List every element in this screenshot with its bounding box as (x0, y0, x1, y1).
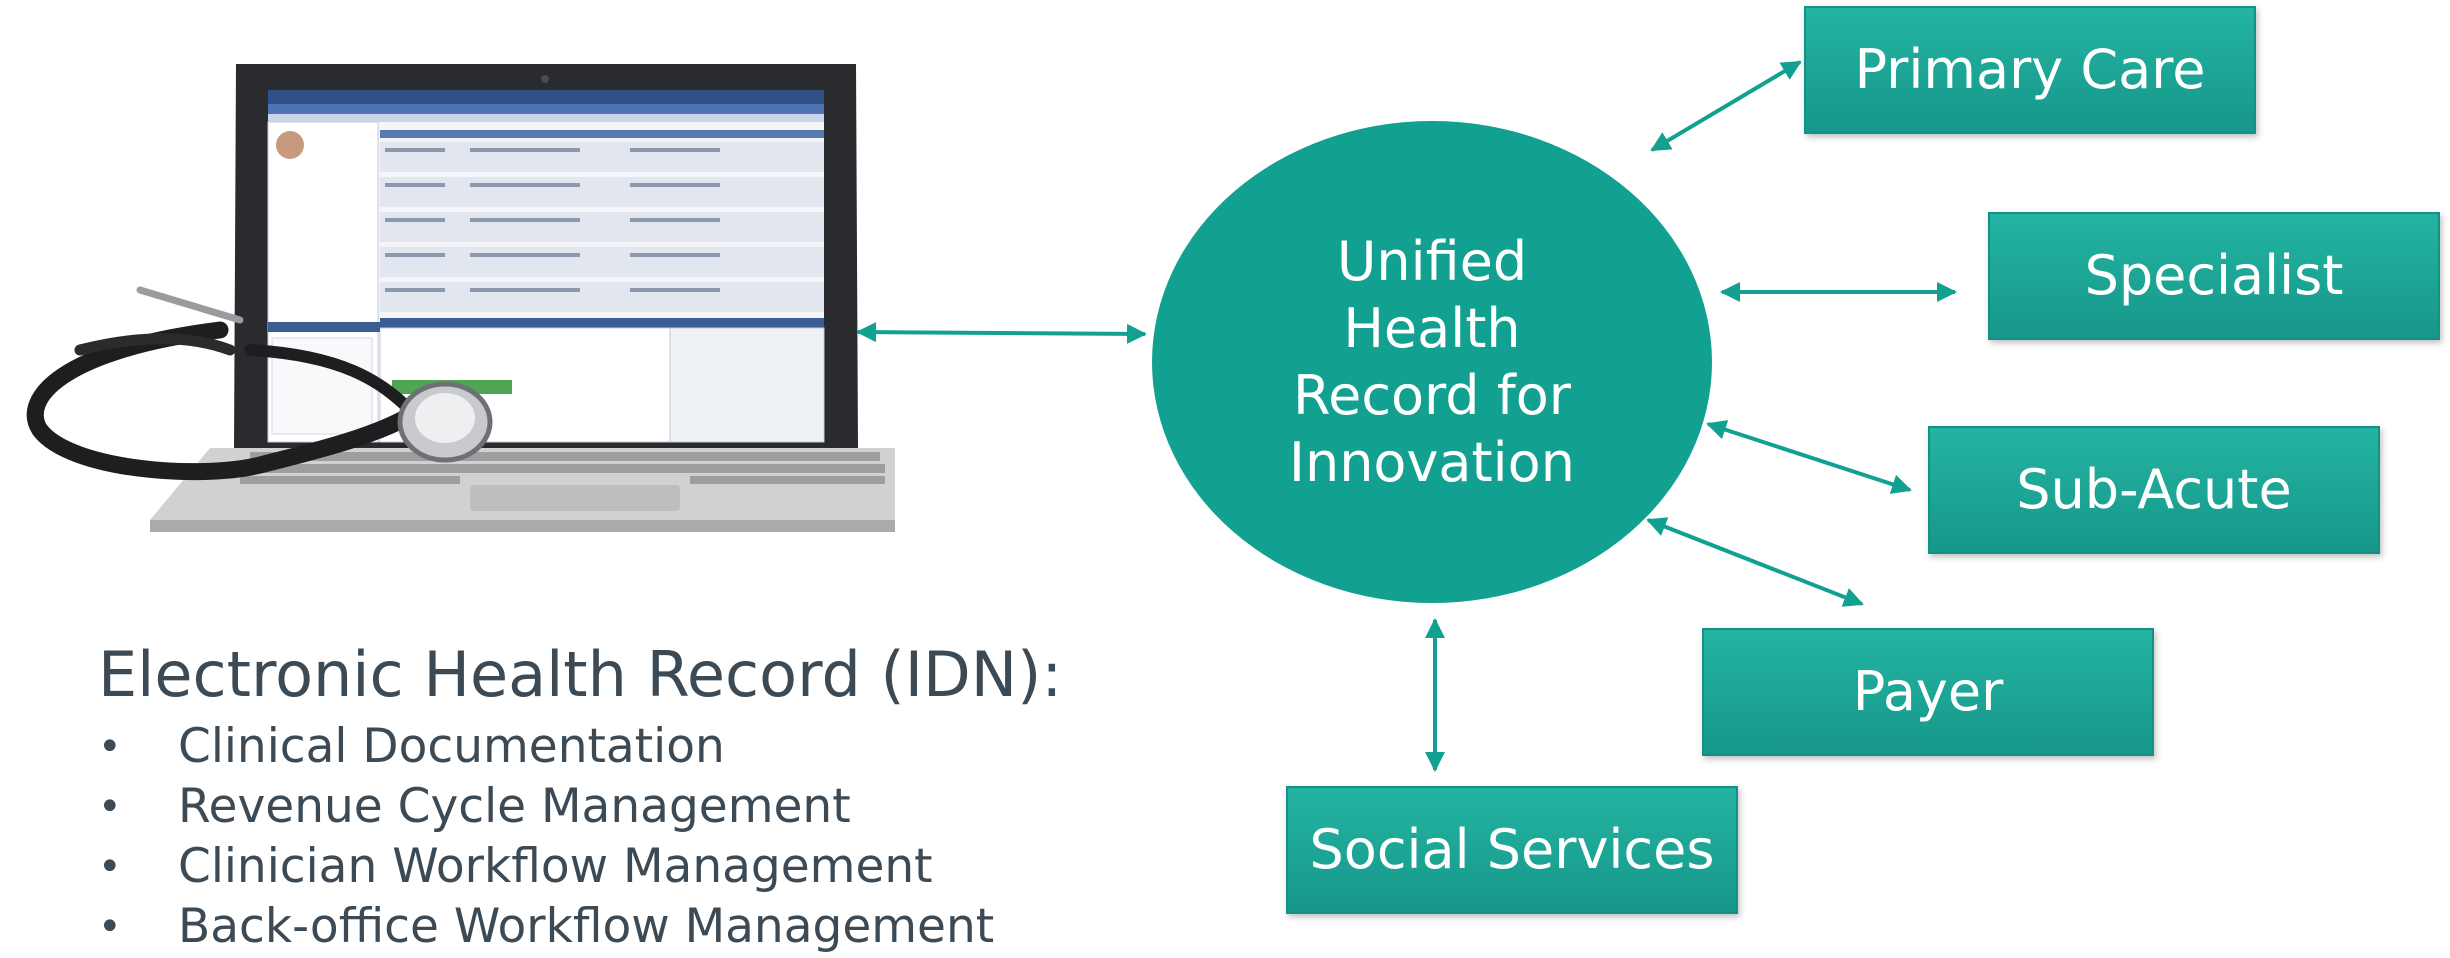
webcam (541, 75, 549, 83)
bullet-icon: • (98, 904, 122, 950)
payer-box: Payer (1702, 628, 2154, 756)
primary-care-box: Primary Care (1804, 6, 2256, 134)
primary-care-label: Primary Care (1854, 38, 2206, 101)
hub-label-line: Unified (1336, 230, 1528, 293)
ehr-screen (267, 90, 825, 443)
hub-label-line: Health (1343, 297, 1521, 360)
arrow-ehr-hub (856, 322, 1147, 344)
social-services-box: Social Services (1286, 786, 1738, 914)
ehr-feature-list: • Clinical Documentation • Revenue Cycle M… (92, 718, 994, 958)
ehr-feature-item: • Clinician Workflow Management (92, 838, 994, 898)
ehr-title: Electronic Health Record (IDN): (98, 638, 1063, 711)
specialist-label: Specialist (2084, 244, 2344, 307)
laptop-ehr-illustration (26, 64, 895, 532)
arrow-hub-primary-care (1650, 60, 1802, 152)
social-services-label: Social Services (1309, 818, 1715, 881)
bullet-icon: • (98, 784, 122, 830)
ehr-feature-label: Clinical Documentation (178, 719, 725, 774)
unified-health-record-hub: Unified Health Record for Innovation (1152, 121, 1712, 603)
ehr-feature-item: • Back-office Workflow Management (92, 898, 994, 958)
sub-acute-box: Sub-Acute (1928, 426, 2380, 554)
arrow-hub-payer (1646, 517, 1864, 607)
stethoscope (26, 286, 429, 481)
specialist-box: Specialist (1988, 212, 2440, 340)
ehr-feature-item: • Revenue Cycle Management (92, 778, 994, 838)
trackpad (470, 485, 680, 511)
payer-label: Payer (1852, 660, 2004, 723)
keyboard (240, 452, 885, 484)
bullet-icon: • (98, 844, 122, 890)
ehr-feature-label: Back-office Workflow Management (178, 899, 995, 954)
arrow-hub-sub-acute (1706, 420, 1912, 494)
hub-label-line: Innovation (1289, 431, 1575, 494)
hub-label-line: Record for (1293, 364, 1571, 427)
ehr-feature-item: • Clinical Documentation (92, 718, 994, 778)
bullet-icon: • (98, 724, 122, 770)
ehr-feature-label: Clinician Workflow Management (178, 839, 933, 894)
ehr-feature-label: Revenue Cycle Management (178, 779, 851, 834)
sub-acute-label: Sub-Acute (2016, 458, 2292, 521)
